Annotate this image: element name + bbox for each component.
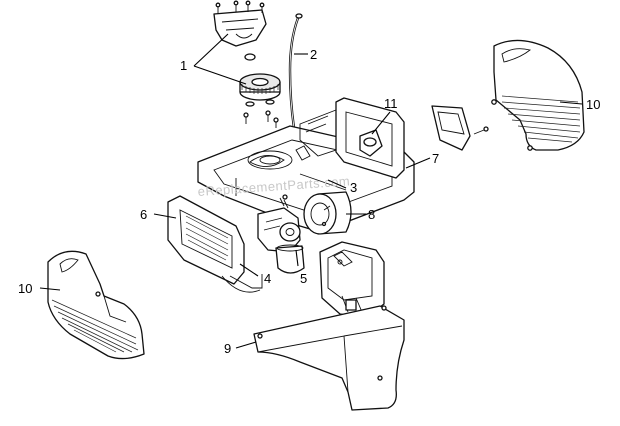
part-1-sprocket-assembly xyxy=(213,0,281,128)
gear-screws xyxy=(243,99,279,128)
part-9-bottom-tray xyxy=(253,305,405,411)
screws-top xyxy=(215,0,265,14)
callout-2: 2 xyxy=(310,47,317,62)
part-2-cable xyxy=(288,13,303,129)
callout-4: 4 xyxy=(264,271,271,286)
callout-7: 7 xyxy=(432,151,439,166)
washer xyxy=(244,53,256,61)
callout-10-left: 10 xyxy=(18,281,32,296)
callout-8: 8 xyxy=(368,207,375,222)
part-7-lens-plate xyxy=(431,105,489,151)
part-10-right-cover xyxy=(491,39,585,151)
callout-9: 9 xyxy=(224,341,231,356)
part-8-motor-housing xyxy=(303,191,352,235)
callout-10-right: 10 xyxy=(586,97,600,112)
callout-11: 11 xyxy=(384,96,398,111)
callout-6: 6 xyxy=(140,207,147,222)
part-4-motor xyxy=(257,194,301,253)
callout-3: 3 xyxy=(350,180,357,195)
part-11-light-socket xyxy=(359,129,383,157)
drive-gear xyxy=(239,73,281,101)
leader-lines xyxy=(39,33,583,349)
callout-5: 5 xyxy=(300,271,307,286)
part-10-left-cover xyxy=(47,250,145,360)
part-6-logic-board xyxy=(167,195,263,293)
part-5-capacitor xyxy=(275,244,305,274)
callout-1: 1 xyxy=(180,58,187,73)
part-9-bracket xyxy=(319,241,385,319)
callout-labels: 1 2 3 4 5 6 7 8 9 10 10 11 xyxy=(18,47,600,356)
sprocket-cover xyxy=(213,9,267,47)
